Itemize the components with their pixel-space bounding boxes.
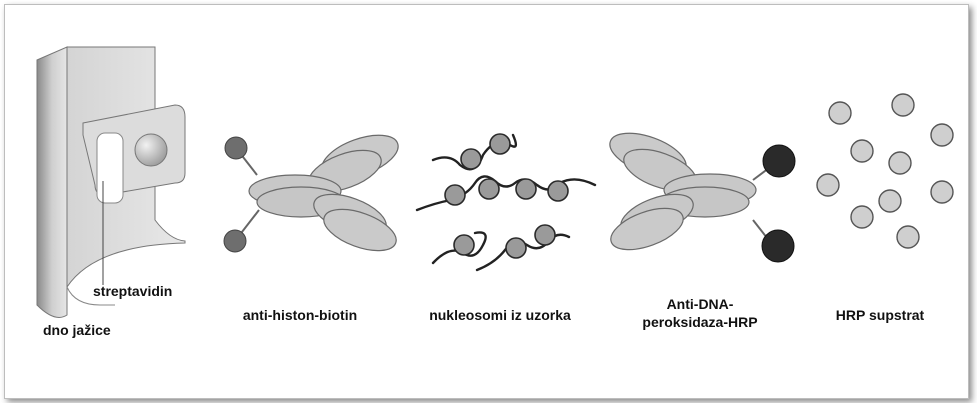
biotin-dot-upper bbox=[225, 137, 247, 159]
substrate-particle bbox=[897, 226, 919, 248]
histone-bead bbox=[548, 181, 568, 201]
histone-bead bbox=[445, 185, 465, 205]
diagram-frame: streptavidin dno jažice anti-histon-biot… bbox=[4, 4, 969, 399]
substrate-particle bbox=[879, 190, 901, 212]
antibody-biotin bbox=[224, 126, 404, 259]
substrate-particle bbox=[817, 174, 839, 196]
substrate-particle bbox=[851, 206, 873, 228]
streptavidin-label: streptavidin bbox=[93, 283, 172, 300]
hrp-dot-upper bbox=[763, 145, 795, 177]
substrate-particle bbox=[931, 124, 953, 146]
substrate-particle bbox=[889, 152, 911, 174]
hrp-substrate bbox=[817, 94, 953, 248]
well-bottom-illustration bbox=[37, 47, 185, 317]
streptavidin-hole bbox=[135, 134, 167, 166]
histone-bead bbox=[506, 238, 526, 258]
well-wall bbox=[37, 47, 67, 317]
histone-bead bbox=[479, 179, 499, 199]
diagram-canvas bbox=[5, 5, 969, 399]
substrate-particle bbox=[892, 94, 914, 116]
biotin-dot-lower bbox=[224, 230, 246, 252]
histone-bead bbox=[490, 134, 510, 154]
streptavidin-slot bbox=[97, 133, 123, 203]
well-bottom-label: dno jažice bbox=[43, 322, 111, 339]
substrate-particle bbox=[931, 181, 953, 203]
nucleosomes-label: nukleosomi iz uzorka bbox=[405, 307, 595, 324]
histone-bead bbox=[461, 149, 481, 169]
hrp-dot-lower bbox=[762, 230, 794, 262]
anti-dna-label-line1: Anti-DNA- bbox=[625, 296, 775, 313]
substrate-particle bbox=[851, 140, 873, 162]
histone-bead bbox=[516, 179, 536, 199]
anti-dna-label-line2: peroksidaza-HRP bbox=[625, 314, 775, 331]
substrate-label: HRP supstrat bbox=[820, 307, 940, 324]
antibody-biotin-label: anti-histon-biotin bbox=[225, 307, 375, 324]
antibody-hrp bbox=[604, 124, 795, 262]
histone-beads bbox=[445, 134, 568, 258]
histone-bead bbox=[535, 225, 555, 245]
histone-bead bbox=[454, 235, 474, 255]
substrate-particle bbox=[829, 102, 851, 124]
